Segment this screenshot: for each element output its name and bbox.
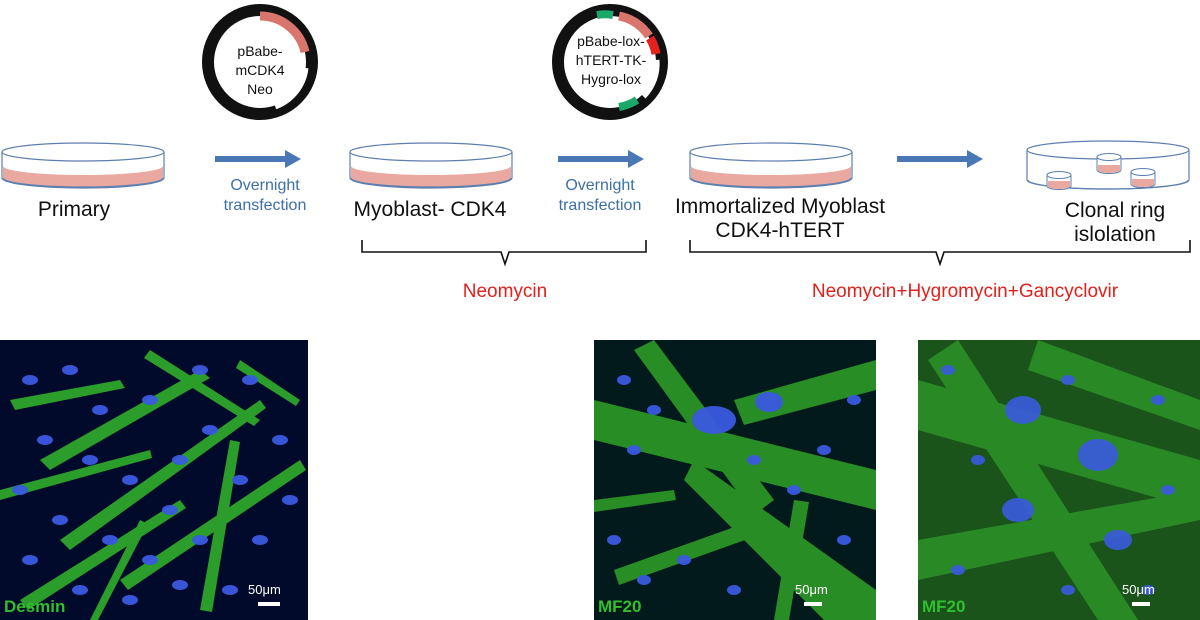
stage-clonal-line1: Clonal ring — [1050, 199, 1180, 223]
clonal-ring — [1097, 154, 1121, 174]
selection-combined-label: Neomycin+Hygromycin+Gancyclovir — [780, 281, 1150, 303]
stage-myoblast-cdk4-label: Myoblast- CDK4 — [345, 198, 515, 222]
panel-3-scale-bar — [1132, 602, 1150, 606]
plasmid-1-line2: mCDK4 — [220, 61, 300, 80]
arrow-right-icon — [215, 148, 305, 170]
dish-primary — [0, 140, 170, 192]
step-2-line1: Overnight — [540, 176, 660, 196]
step-2-label: Overnight transfection — [540, 176, 660, 216]
panel-2-stain-label: MF20 — [598, 598, 641, 616]
step-1-line1: Overnight — [205, 176, 325, 196]
clonal-ring — [1047, 172, 1071, 190]
selection-neomycin-label: Neomycin — [420, 281, 590, 303]
step-2-line2: transfection — [540, 196, 660, 216]
stage-primary-label: Primary — [14, 198, 134, 222]
step-1-line2: transfection — [205, 196, 325, 216]
micrograph-mf20-1: MF20 50μm — [594, 340, 876, 620]
plasmid-2-line1: pBabe-lox- — [568, 32, 654, 51]
panel-3-stain-label: MF20 — [922, 598, 965, 616]
brace-neomycin-hygromycin-gancyclovir — [688, 238, 1193, 268]
brace-neomycin — [360, 238, 650, 268]
plasmid-2-line2: hTERT-TK- — [568, 51, 654, 70]
plasmid-1-line3: Neo — [220, 80, 300, 99]
panel-2-scale-label: 50μm — [795, 583, 828, 597]
dish-immortalized — [688, 140, 858, 192]
dish-myoblast-cdk4 — [348, 140, 518, 192]
arrow-right-icon — [897, 148, 987, 170]
panel-1-scale-label: 50μm — [248, 583, 281, 597]
panel-3-scale-label: 50μm — [1122, 583, 1155, 597]
panel-1-stain-label: Desmin — [4, 598, 65, 616]
plasmid-2-label: pBabe-lox- hTERT-TK- Hygro-lox — [568, 32, 654, 89]
plasmid-1-line1: pBabe- — [220, 42, 300, 61]
arrow-right-icon — [558, 148, 648, 170]
plasmid-2-line3: Hygro-lox — [568, 70, 654, 89]
dish-clonal-rings — [1025, 138, 1195, 194]
panel-1-scale-bar — [258, 602, 280, 606]
stage-immortalized-line1: Immortalized Myoblast — [660, 195, 900, 219]
micrograph-desmin: Desmin 50μm — [0, 340, 308, 620]
plasmid-1-label: pBabe- mCDK4 Neo — [220, 42, 300, 99]
stage-immortalized-label: Immortalized Myoblast CDK4-hTERT — [660, 195, 900, 243]
step-1-label: Overnight transfection — [205, 176, 325, 216]
clonal-ring — [1131, 169, 1155, 188]
micrograph-mf20-2: MF20 50μm — [918, 340, 1200, 620]
panel-2-scale-bar — [804, 602, 822, 606]
